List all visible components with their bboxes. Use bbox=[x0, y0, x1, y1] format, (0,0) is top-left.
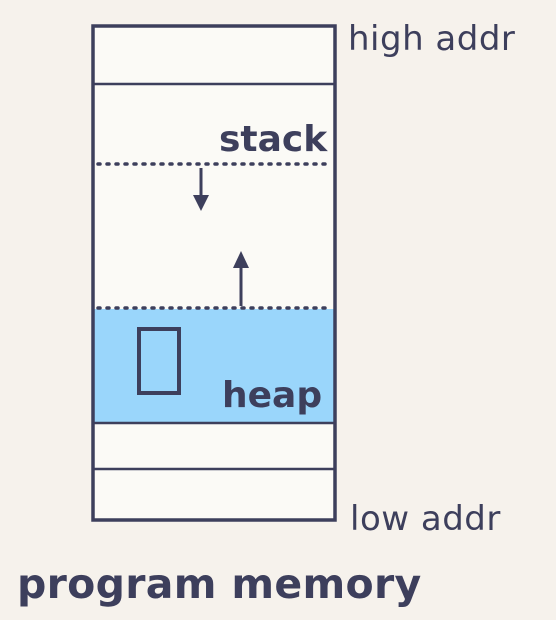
memory-block-border bbox=[91, 24, 337, 522]
diagram-title: program memory bbox=[17, 560, 422, 608]
heap-object bbox=[137, 327, 181, 395]
heap-label: heap bbox=[222, 375, 323, 416]
stack-down-arrow bbox=[193, 168, 209, 211]
memory-block bbox=[93, 26, 335, 520]
stack-label: stack bbox=[219, 119, 328, 160]
heap-up-arrow bbox=[233, 251, 249, 306]
high-addr-label: high addr bbox=[348, 19, 516, 59]
heap-region bbox=[93, 309, 335, 423]
low-addr-label: low addr bbox=[350, 499, 501, 539]
